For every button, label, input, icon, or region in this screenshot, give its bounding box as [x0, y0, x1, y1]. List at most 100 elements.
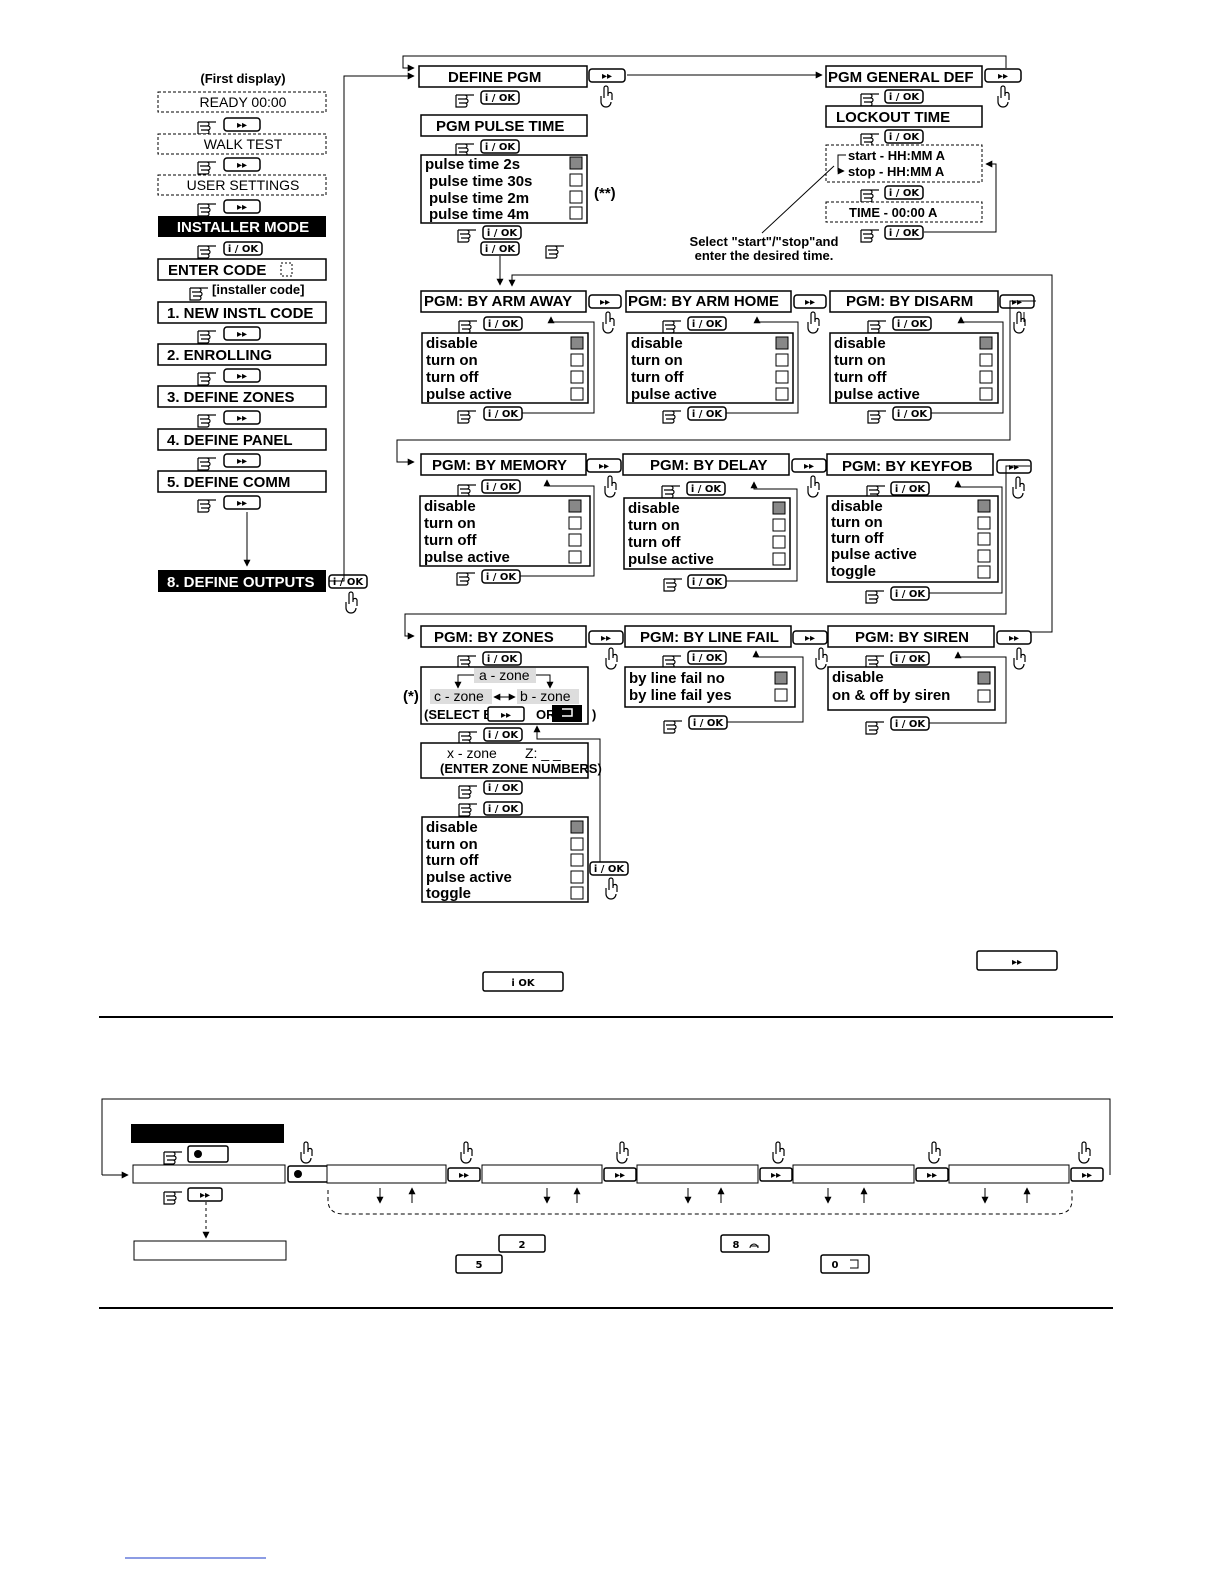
menu-box[interactable]	[132, 1164, 286, 1184]
next-button[interactable]	[187, 1187, 223, 1202]
checkbox[interactable]	[977, 549, 991, 563]
checkbox[interactable]	[570, 837, 584, 851]
menu-box-enter-code[interactable]	[157, 258, 327, 281]
pgm-general-def-box[interactable]	[825, 65, 983, 88]
selected-checkbox[interactable]	[775, 336, 789, 350]
menu-box-new-instl-code[interactable]	[157, 301, 327, 324]
menu-box-enrolling[interactable]	[157, 343, 327, 366]
checkbox[interactable]	[977, 532, 991, 546]
menu-box-define-outputs[interactable]	[158, 570, 326, 592]
menu-box[interactable]	[133, 1240, 287, 1261]
define-pgm-box[interactable]	[418, 65, 588, 88]
pgm-box-arm-home[interactable]	[625, 290, 792, 313]
ok-button[interactable]	[480, 90, 520, 105]
next-button[interactable]	[759, 1167, 793, 1182]
selected-checkbox[interactable]	[570, 336, 584, 350]
ok-button[interactable]	[483, 780, 523, 795]
checkbox[interactable]	[979, 387, 993, 401]
next-button[interactable]	[586, 458, 622, 473]
checkbox[interactable]	[979, 353, 993, 367]
checkbox[interactable]	[977, 689, 991, 703]
menu-box-define-comm[interactable]	[157, 470, 327, 493]
checkbox[interactable]	[570, 870, 584, 884]
ok-button[interactable]	[589, 861, 629, 876]
ok-button[interactable]	[890, 481, 930, 496]
pgm-box-zones[interactable]	[420, 625, 587, 648]
menu-box-define-zones[interactable]	[157, 385, 327, 408]
checkbox[interactable]	[775, 387, 789, 401]
pgm-pulse-time-box[interactable]	[420, 114, 588, 137]
step-box[interactable]	[481, 1164, 603, 1184]
checkbox[interactable]	[979, 370, 993, 384]
menu-box-ready[interactable]	[157, 91, 327, 113]
step-box[interactable]	[792, 1164, 915, 1184]
next-button[interactable]	[1070, 1167, 1104, 1182]
checkbox[interactable]	[772, 518, 786, 532]
legend-ok-button[interactable]	[482, 971, 564, 992]
key-0-button[interactable]	[820, 1254, 870, 1274]
next-button[interactable]	[223, 157, 261, 172]
next-button[interactable]	[603, 1167, 637, 1182]
checkbox[interactable]	[570, 353, 584, 367]
next-button[interactable]	[223, 453, 261, 468]
back-key-icon[interactable]	[552, 705, 582, 722]
pgm-box-disarm[interactable]	[829, 290, 999, 313]
checkbox[interactable]	[570, 370, 584, 384]
next-button[interactable]	[793, 294, 827, 309]
checkbox[interactable]	[977, 565, 991, 579]
ok-button[interactable]	[686, 481, 726, 496]
ok-button[interactable]	[892, 316, 932, 331]
ok-button[interactable]	[884, 89, 924, 104]
ok-button[interactable]	[483, 727, 523, 742]
next-button[interactable]	[223, 495, 261, 510]
selected-checkbox[interactable]	[568, 499, 582, 513]
checkbox[interactable]	[568, 516, 582, 530]
checkbox[interactable]	[568, 533, 582, 547]
legend-next-button[interactable]	[976, 950, 1058, 971]
key-8-button[interactable]	[720, 1234, 770, 1253]
next-button[interactable]	[792, 630, 828, 645]
ok-button[interactable]	[884, 129, 924, 144]
ok-button[interactable]	[483, 801, 523, 816]
ok-button[interactable]	[481, 479, 521, 494]
ok-button[interactable]	[223, 241, 263, 256]
pgm-box-arm-away[interactable]	[420, 290, 587, 313]
checkbox[interactable]	[569, 206, 583, 220]
selected-checkbox[interactable]	[569, 156, 583, 170]
selected-checkbox[interactable]	[774, 671, 788, 685]
pgm-box-memory[interactable]	[420, 453, 587, 476]
checkbox[interactable]	[569, 190, 583, 204]
step-box[interactable]	[948, 1164, 1070, 1184]
step-box[interactable]	[636, 1164, 759, 1184]
next-button[interactable]	[223, 368, 261, 383]
ok-button[interactable]	[483, 316, 523, 331]
next-button[interactable]	[588, 630, 624, 645]
ok-button[interactable]	[482, 225, 522, 240]
next-button[interactable]	[984, 68, 1022, 83]
menu-box-installer-mode[interactable]	[158, 216, 326, 237]
next-button[interactable]	[915, 1167, 949, 1182]
ok-button[interactable]	[687, 316, 727, 331]
ok-button[interactable]	[687, 650, 727, 665]
next-button[interactable]	[223, 117, 261, 132]
ok-button[interactable]	[482, 651, 522, 666]
pgm-box-line-fail[interactable]	[624, 625, 792, 648]
next-button[interactable]	[791, 458, 827, 473]
menu-box-walk-test[interactable]	[157, 133, 327, 155]
selected-checkbox[interactable]	[772, 501, 786, 515]
checkbox[interactable]	[569, 173, 583, 187]
next-button[interactable]	[447, 1167, 481, 1182]
next-button[interactable]	[223, 326, 261, 341]
checkbox[interactable]	[568, 550, 582, 564]
step-box[interactable]	[326, 1164, 447, 1184]
key-5-button[interactable]	[455, 1254, 503, 1274]
selected-checkbox[interactable]	[979, 336, 993, 350]
lockout-time-box[interactable]	[825, 105, 983, 128]
selected-checkbox[interactable]	[570, 820, 584, 834]
menu-box-define-panel[interactable]	[157, 428, 327, 451]
key-2-button[interactable]	[498, 1234, 546, 1253]
selected-checkbox[interactable]	[977, 499, 991, 513]
ok-button[interactable]	[480, 139, 520, 154]
checkbox[interactable]	[774, 688, 788, 702]
checkbox[interactable]	[570, 387, 584, 401]
